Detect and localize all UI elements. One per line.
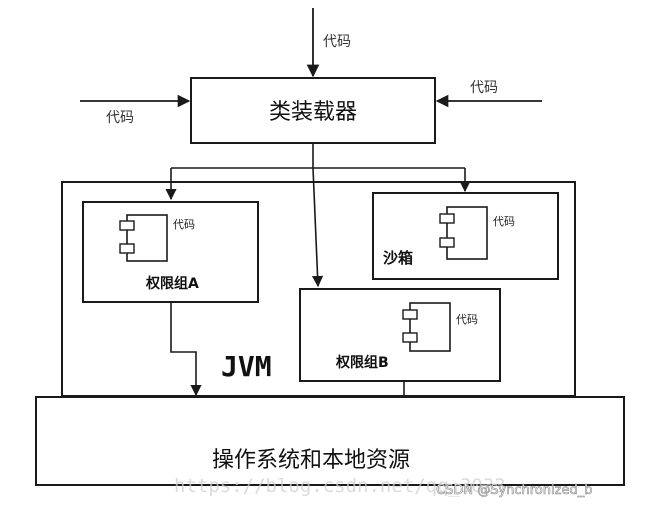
jvm-label: JVM — [221, 350, 272, 383]
perm-group-a-component-label: 代码 — [173, 218, 195, 231]
os-resources-box — [35, 396, 625, 486]
faint-url-watermark: https://blog.csdn.net/qq_3033 — [174, 475, 506, 497]
perm-group-b-component-label: 代码 — [456, 313, 478, 326]
code-label-right: 代码 — [470, 80, 498, 96]
csdn-watermark: CSDN @Synchronized_b — [436, 483, 592, 498]
arrow-group-a-to-os — [170, 302, 202, 397]
class-loader-label: 类装载器 — [269, 100, 357, 125]
os-resources-label: 操作系统和本地资源 — [212, 448, 410, 473]
sandbox-label: 沙箱 — [383, 249, 413, 267]
code-label-left: 代码 — [106, 110, 134, 126]
perm-group-b-label: 权限组B — [335, 354, 389, 371]
perm-group-a-label: 权限组A — [145, 275, 199, 292]
component-icon-b — [402, 302, 451, 352]
code-label-top: 代码 — [323, 34, 351, 50]
component-icon-a — [119, 214, 168, 262]
sandbox-component-label: 代码 — [493, 215, 515, 228]
perm-group-a-box — [82, 201, 259, 303]
arrow-to-group-b — [311, 167, 324, 288]
component-icon-sandbox — [439, 206, 488, 260]
perm-group-b-box — [299, 288, 501, 382]
